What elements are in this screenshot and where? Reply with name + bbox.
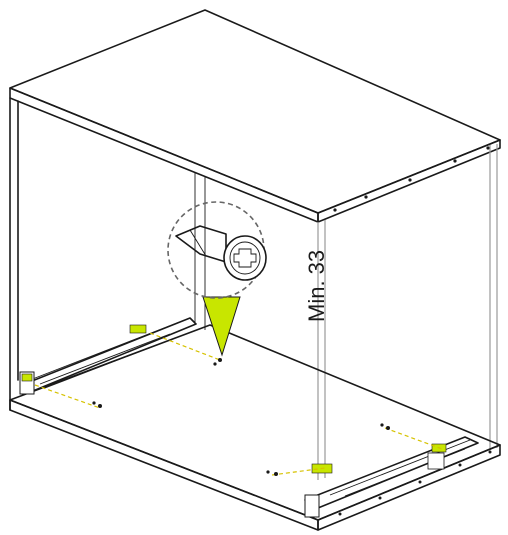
screw-detail-icon: [175, 225, 267, 281]
dimension-label: Min. 33: [304, 250, 329, 322]
screw-detail-magnifier: [167, 201, 267, 299]
drawer-slide-left: [19, 317, 197, 395]
drawer-slide-right: [304, 436, 479, 518]
cabinet-left-panel: [9, 97, 206, 411]
screw-guide-lines: [34, 332, 446, 476]
cabinet-right-panel: [317, 144, 498, 480]
cabinet-top-panel: [9, 9, 501, 223]
cabinet-bottom-panel: [9, 324, 501, 531]
mounting-screw-icon: [92, 358, 390, 476]
dimension-label-text: Min. 33: [304, 250, 329, 322]
